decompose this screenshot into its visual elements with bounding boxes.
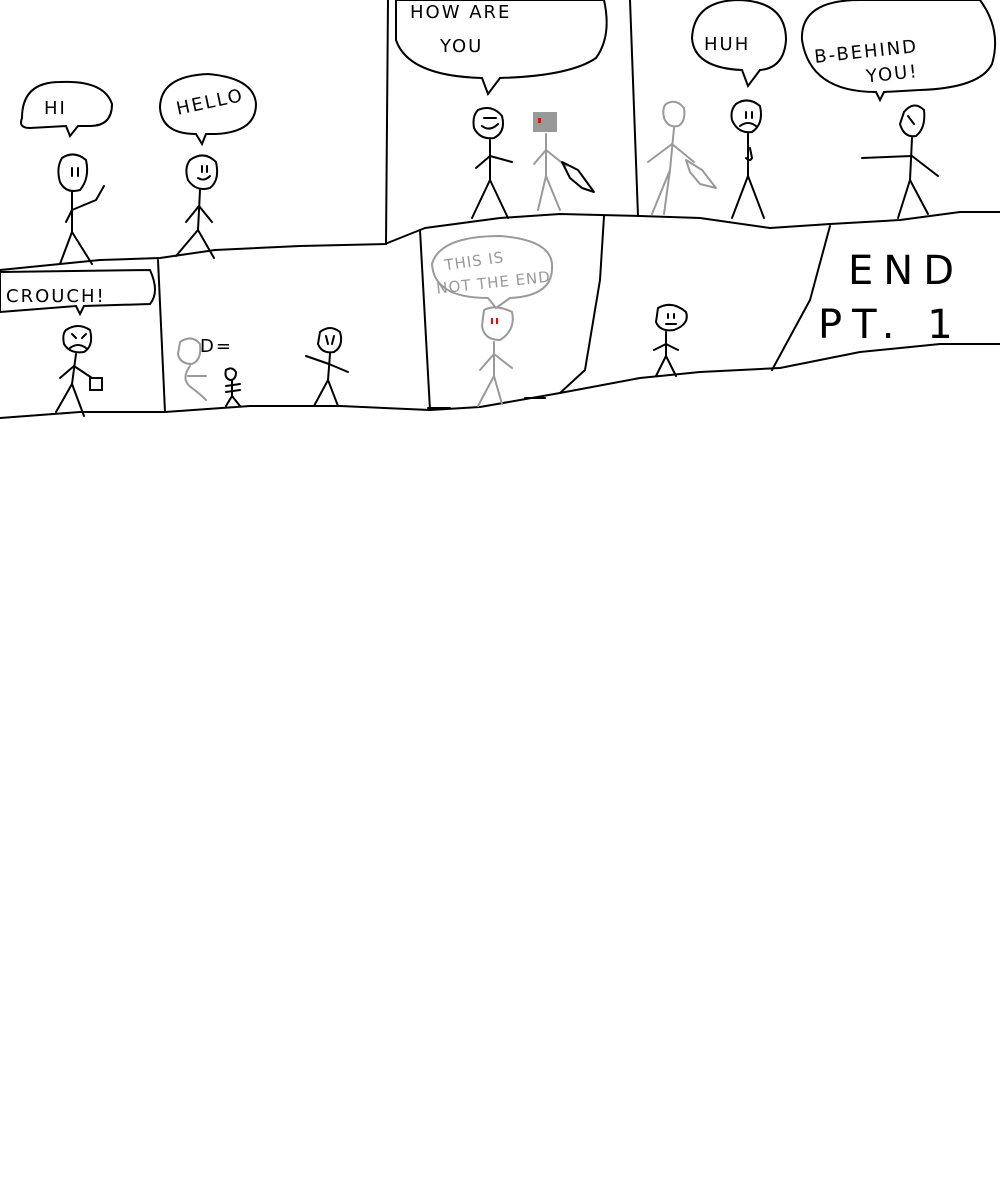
speech-bubble-behind-you — [800, 0, 997, 103]
panel-crouch: CROUCH! — [0, 268, 156, 417]
speech-bubble-hi — [20, 80, 114, 138]
stick-figure-hello — [175, 154, 219, 259]
ghost-knife-icon — [685, 159, 717, 189]
panel-hi: HI — [20, 80, 114, 265]
red-eye-left — [491, 318, 493, 324]
panel-huh: HUH — [647, 0, 788, 219]
speech-bubble-how-are-you — [395, 0, 608, 97]
stick-figure-smiling — [471, 107, 513, 219]
speech-text-how-are-you-2: YOU — [439, 36, 483, 57]
red-eye-right — [496, 318, 498, 324]
stick-figure-confused — [730, 99, 765, 219]
speech-bubble-huh — [690, 0, 788, 89]
panel-end: END PT. 1 — [818, 248, 964, 348]
knife-icon — [561, 161, 595, 193]
end-part-number: PT. 1 — [818, 302, 963, 348]
panel-how-are-you: HOW ARE YOU — [395, 0, 608, 219]
ghost-figure-red-eyes — [477, 306, 514, 407]
panel-enemy-face: D= — [177, 327, 349, 407]
tiny-stick-figure — [224, 367, 241, 407]
speech-text-huh: HUH — [704, 34, 750, 55]
speech-bubble-not-the-end — [430, 234, 554, 310]
ghost-head — [533, 112, 557, 132]
panel-borders — [0, 0, 1000, 419]
red-eye — [538, 118, 541, 123]
speech-text-how-are-you-1: HOW ARE — [410, 2, 511, 23]
panel-not-the-end: THIS IS NOT THE END — [430, 234, 554, 407]
panel-behind-you: B-BEHIND YOU! — [800, 0, 997, 219]
enemy-face-label: D= — [200, 336, 233, 357]
fist-icon — [89, 377, 103, 391]
ghost-figure-with-knife — [533, 112, 595, 211]
speech-bubble-hello — [158, 72, 258, 147]
caption-box-crouch — [0, 268, 156, 317]
caption-text-crouch: CROUCH! — [6, 286, 106, 307]
end-title: END — [848, 248, 964, 294]
stick-figure-worried — [55, 325, 103, 417]
speech-text-hi: HI — [44, 98, 67, 119]
panel-hello: HELLO — [158, 72, 258, 259]
stick-figure-neutral — [653, 303, 688, 377]
ghost-figure-crouching — [177, 337, 207, 401]
stick-figure-pointing — [861, 104, 939, 219]
stick-figure-greeter — [57, 153, 105, 265]
ghost-figure-sneaking — [647, 100, 717, 215]
panel-lone-figure — [653, 303, 688, 377]
stick-figure-startled — [305, 327, 349, 407]
